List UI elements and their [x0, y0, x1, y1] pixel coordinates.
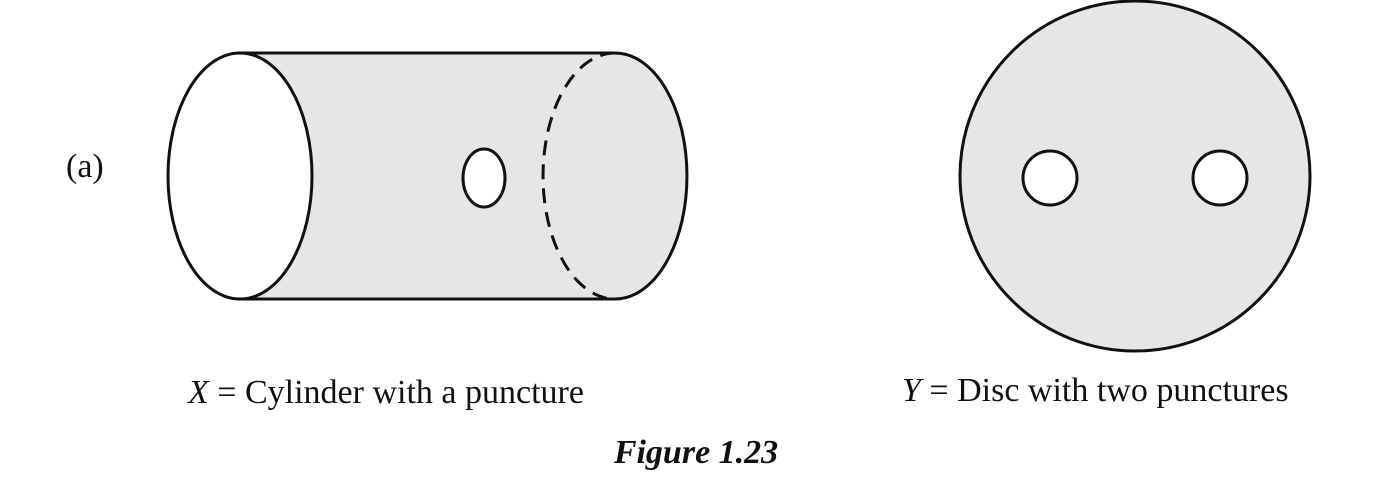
cylinder-caption: X = Cylinder with a puncture — [188, 376, 584, 410]
disc-caption: Y = Disc with two punctures — [902, 374, 1289, 408]
part-label: (a) — [66, 148, 104, 185]
disc-puncture-hole-left — [1021, 149, 1079, 207]
cylinder-puncture-hole — [461, 147, 507, 209]
disc-caption-variable: Y — [902, 372, 921, 409]
cylinder-left-opening — [166, 51, 314, 301]
cylinder-right-end-hidden — [541, 51, 616, 301]
disc-puncture-hole-right — [1191, 149, 1249, 207]
disc-caption-text: = Disc with two punctures — [920, 372, 1289, 409]
disc-diagram — [958, 0, 1312, 353]
disc-shape — [958, 0, 1312, 353]
figure-title: Figure 1.23 — [613, 434, 779, 471]
cylinder-caption-text: = Cylinder with a puncture — [208, 374, 584, 411]
cylinder-caption-variable: X — [188, 374, 209, 411]
cylinder-diagram — [166, 51, 689, 301]
cylinder-right-end-front — [614, 51, 689, 301]
